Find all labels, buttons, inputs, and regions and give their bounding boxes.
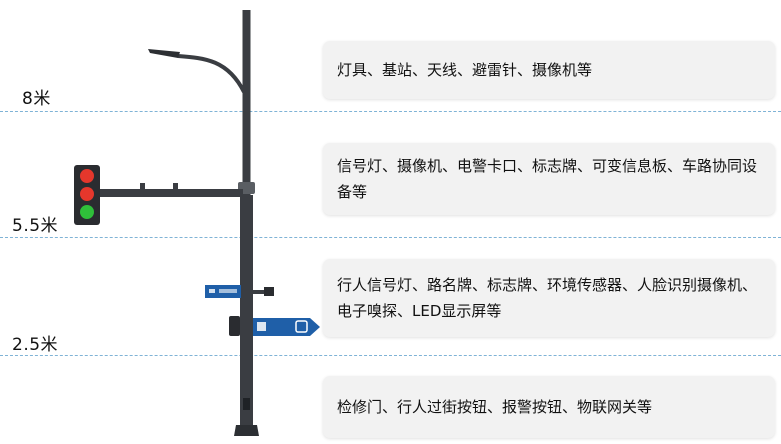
lamp-arm bbox=[177, 54, 246, 93]
arm-device-2 bbox=[173, 183, 178, 190]
description-box-lower-mid: 行人信号灯、路名牌、标志牌、环境传感器、人脸识别摄像机、电子嗅探、LED显示屏等 bbox=[323, 259, 775, 337]
description-box-bottom: 检修门、行人过街按钮、报警按钮、物联网关等 bbox=[323, 376, 775, 438]
signal-arm bbox=[95, 189, 243, 197]
height-label-5-5m: 5.5米 bbox=[12, 216, 59, 236]
camera-mount bbox=[252, 290, 268, 294]
pole-upper-section bbox=[242, 10, 251, 198]
description-box-upper-mid: 信号灯、摄像机、电警卡口、标志牌、可变信息板、车路协同设备等 bbox=[323, 143, 775, 215]
signal-red-mid bbox=[80, 187, 94, 201]
lamp-head bbox=[148, 49, 180, 58]
signal-red-top bbox=[80, 169, 94, 183]
pole-base bbox=[234, 425, 259, 436]
description-box-top: 灯具、基站、天线、避雷针、摄像机等 bbox=[323, 41, 775, 99]
height-label-2-5m: 2.5米 bbox=[12, 335, 59, 355]
height-line-8m bbox=[0, 111, 781, 112]
height-line-2-5m bbox=[0, 355, 781, 356]
service-door bbox=[243, 398, 250, 410]
pole-lower-section bbox=[240, 195, 253, 430]
signal-green bbox=[80, 205, 94, 219]
mid-camera bbox=[264, 287, 274, 296]
pedestrian-signal bbox=[229, 316, 240, 336]
arm-device-1 bbox=[140, 183, 145, 190]
height-line-5-5m bbox=[0, 237, 781, 238]
height-label-8m: 8米 bbox=[22, 89, 51, 109]
